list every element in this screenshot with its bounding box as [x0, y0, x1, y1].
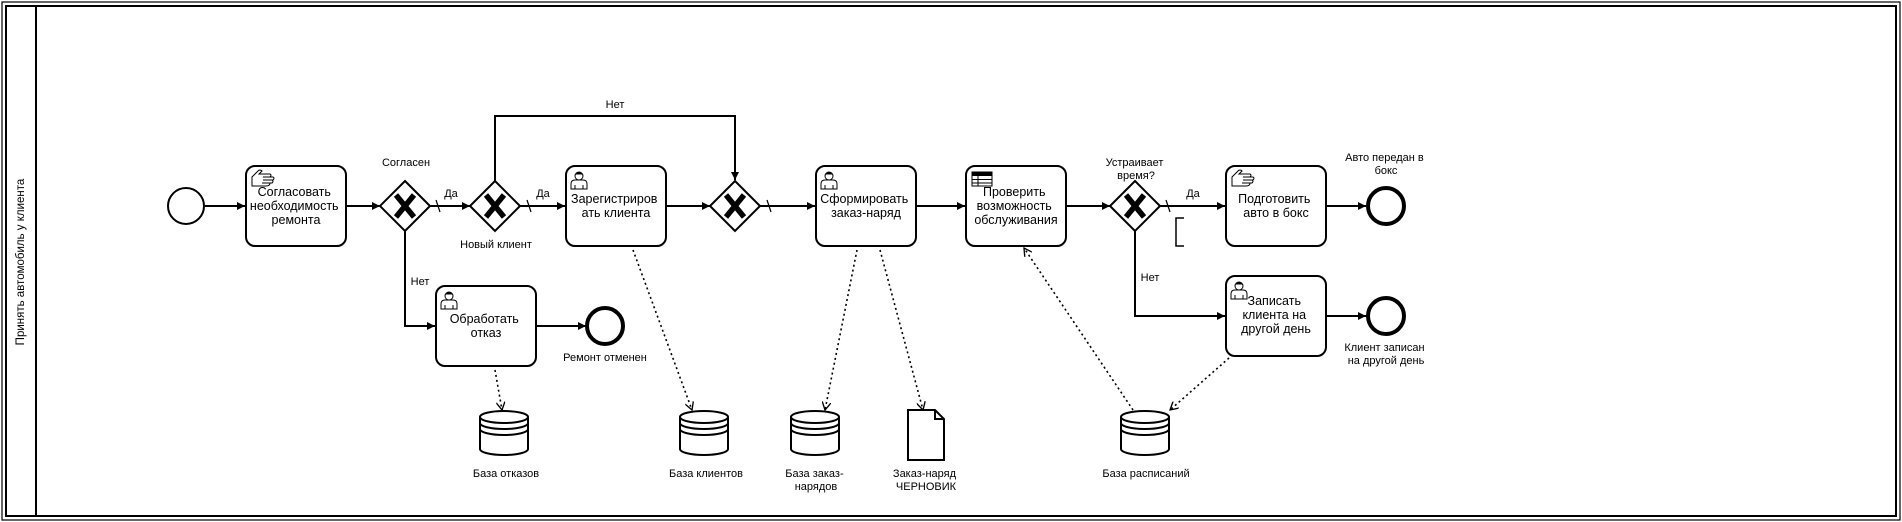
data-object-order-draft[interactable]	[907, 409, 945, 461]
svg-text:Подготовить авто в бокс: Подготовить авто в бокс	[1238, 192, 1314, 220]
svg-text:Обработать отказ: Обработать отказ	[450, 312, 523, 340]
task-register-client[interactable]: Зарегистриров ать клиента	[565, 165, 667, 247]
store-label-schedule: База расписаний	[1102, 468, 1189, 480]
object-label-order-draft: Заказ-наряд ЧЕРНОВИК	[893, 468, 959, 493]
gateway-label-new-client: Новый клиент	[460, 239, 532, 251]
data-store-orders[interactable]	[790, 410, 840, 456]
annotation-bracket	[1175, 217, 1184, 247]
flow-label-yes-1: Да	[444, 188, 458, 200]
flow-label-no-2: Нет	[606, 99, 625, 111]
end-event-car-in-box[interactable]	[1366, 186, 1406, 226]
store-label-refusals: База отказов	[473, 468, 539, 480]
task-reschedule[interactable]: Записать клиента на другой день	[1225, 275, 1327, 357]
gateway-label-agreed: Согласен	[382, 157, 430, 169]
start-event[interactable]	[167, 187, 205, 225]
assoc-refusal-db	[494, 369, 502, 410]
task-create-order[interactable]: Сформировать заказ-наряд	[815, 165, 917, 247]
task-agree-repair[interactable]: Согласовать необходимость ремонта	[245, 165, 347, 247]
flow-gw1-no	[404, 231, 435, 330]
task-prepare-car[interactable]: Подготовить авто в бокс	[1225, 165, 1327, 247]
svg-text:Проверить возможность: Проверить возможность обслуживания	[974, 185, 1057, 227]
store-label-clients: База клиентов	[669, 468, 743, 480]
labels: Согласен Новый клиент Устраивает время? …	[382, 99, 1427, 493]
svg-text:Сформировать заказ-наряд: Сформировать заказ-наряд	[820, 192, 912, 220]
flow-label-no-1: Нет	[411, 276, 430, 288]
data-store-schedule[interactable]	[1120, 410, 1170, 456]
svg-text:Зарегистриров ать клиент: Зарегистриров ать клиента	[571, 192, 661, 220]
data-store-clients[interactable]	[679, 410, 729, 456]
data-store-refusals[interactable]	[479, 410, 529, 456]
gateway-label-time-ok: Устраивает время?	[1106, 157, 1167, 182]
store-label-orders: База заказ- нарядов	[785, 468, 846, 493]
flow-gw4-no	[1134, 231, 1225, 320]
flow-gw2-no	[494, 115, 739, 181]
flow-label-no-3: Нет	[1141, 272, 1160, 284]
pool-title: Принять автомобиль у клиента	[15, 178, 27, 345]
svg-text:Записать клиента на: Записать клиента на другой день	[1241, 294, 1311, 336]
assoc-clients-db	[632, 249, 692, 410]
event-label-car-in-box: Авто передан в бокс	[1345, 152, 1427, 177]
table-icon	[971, 171, 993, 187]
assoc-reschedule-to-db	[1170, 357, 1230, 410]
task-check-service[interactable]: Проверить возможность обслуживания	[965, 165, 1067, 247]
data-associations	[494, 248, 1230, 410]
event-label-repair-cancelled: Ремонт отменен	[563, 352, 647, 364]
pool	[5, 5, 1897, 517]
sequence-flows	[205, 115, 1366, 330]
task-handle-refusal[interactable]: Обработать отказ	[435, 285, 537, 367]
flow-label-yes-3: Да	[1186, 188, 1200, 200]
svg-text:Согласовать необходимост: Согласовать необходимость ремонта	[250, 185, 342, 227]
end-event-client-rescheduled[interactable]	[1366, 296, 1406, 336]
flow-label-yes-2: Да	[536, 188, 550, 200]
event-label-client-rescheduled: Клиент записан на другой день	[1344, 342, 1427, 367]
assoc-orders-db	[825, 249, 858, 410]
end-event-repair-cancelled[interactable]	[585, 306, 625, 346]
default-flow-markers	[435, 199, 1171, 213]
